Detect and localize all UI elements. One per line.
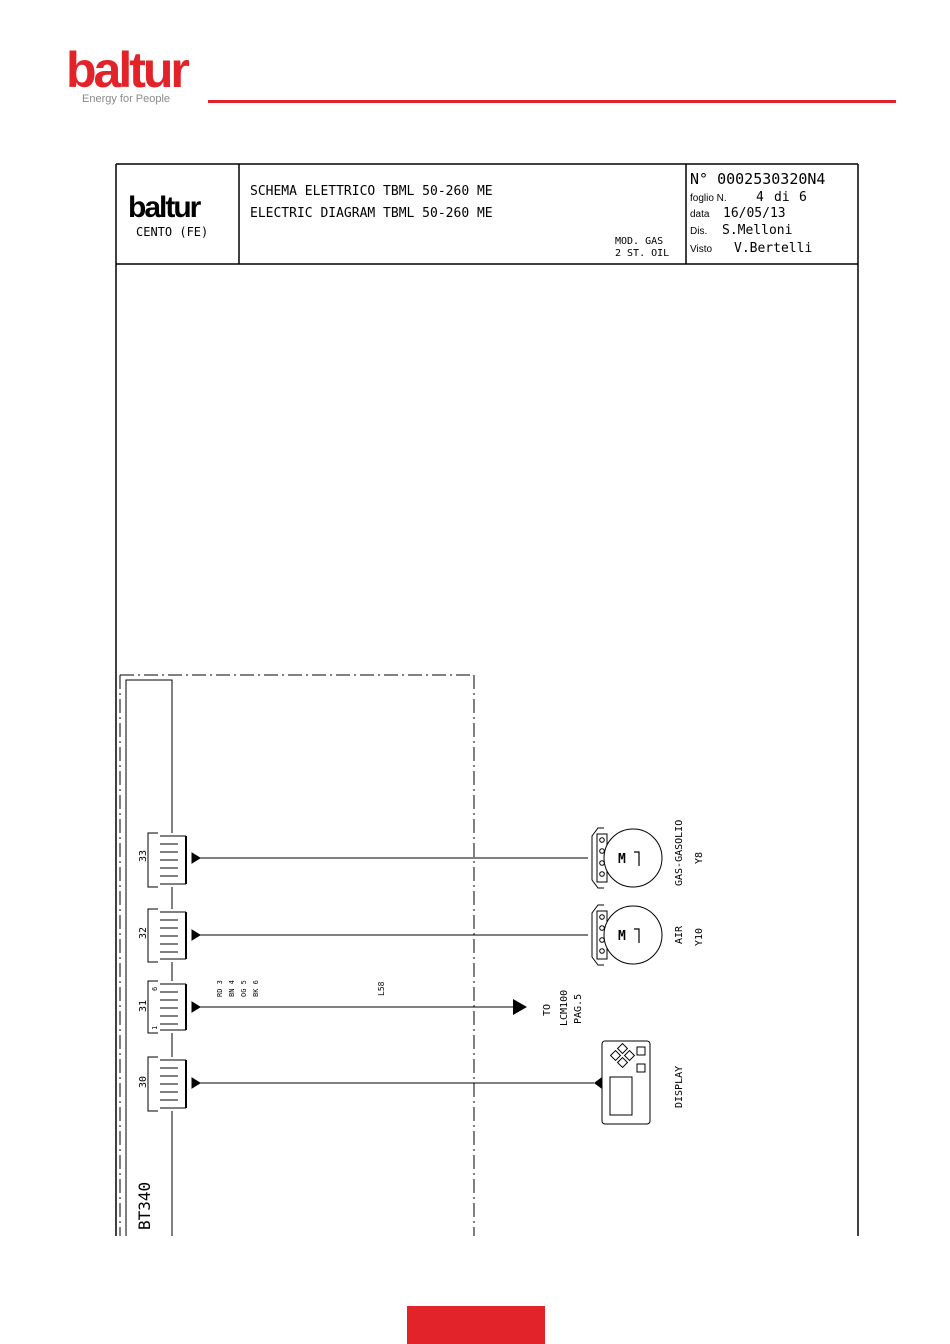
board-label: BT340 (135, 1182, 154, 1230)
wire-color-1: RD 3 (216, 980, 224, 997)
lcm100-arrow (513, 999, 527, 1015)
display-arrow (594, 1077, 602, 1089)
model-line-2: 2 ST. OIL (615, 248, 669, 259)
connector-31-pin-6: 6 (151, 987, 159, 991)
checked-by: V.Bertelli (734, 241, 812, 256)
connector-31-pin-1: 1 (151, 1026, 159, 1030)
connector-31-label: 31 (138, 1000, 149, 1012)
to-label-line-1: TO (542, 1004, 553, 1016)
motor-air-name: AIR (674, 925, 685, 944)
display-label: DISPLAY (674, 1066, 685, 1108)
connector-32-label: 32 (138, 927, 149, 939)
page-tab (407, 1306, 545, 1344)
board-inner-line (125, 679, 173, 1236)
logo-wordmark: baltur (66, 42, 190, 98)
motor-air (591, 904, 663, 966)
sheet-total: 6 (799, 190, 807, 205)
motor-gas-name: GAS-GASOLIO (674, 820, 685, 886)
motor-gas-symbol: M (618, 852, 626, 867)
title-block-company: baltur (128, 191, 202, 224)
motor-gas-gasolio (591, 827, 663, 889)
title-block-location: CENTO (FE) (136, 225, 208, 239)
motor-air-phase-icon (634, 928, 640, 943)
drawn-by: S.Melloni (722, 223, 792, 238)
logo-tagline: Energy for People (82, 93, 171, 105)
display-unit (601, 1040, 651, 1125)
date-value: 16/05/13 (723, 206, 786, 221)
wire-color-2: BN 4 (228, 980, 236, 997)
motor-air-ref: Y10 (694, 928, 705, 946)
title-english: ELECTRIC DIAGRAM TBML 50-260 ME (250, 206, 493, 221)
sheet-frame (115, 163, 859, 1236)
sheet-label: foglio N. (690, 193, 727, 204)
sheet-of: di (774, 190, 790, 205)
wire-color-3: OG 5 (240, 980, 248, 997)
model-line-1: MOD. GAS (615, 236, 663, 247)
connector-31 (147, 980, 201, 1034)
connector-30-label: 30 (138, 1076, 149, 1088)
header-rule (208, 100, 896, 103)
document-number: N° 0002530320N4 (690, 170, 825, 188)
wires (200, 857, 594, 1084)
sheet-number: 4 (756, 190, 764, 205)
wire-color-4: BK 6 (252, 980, 260, 997)
motor-air-symbol: M (618, 929, 626, 944)
checked-label: Visto (690, 244, 712, 255)
connector-32 (147, 908, 201, 963)
cable-label: L58 (377, 981, 386, 996)
motor-gas-ref: Y8 (694, 852, 705, 864)
board-boundary (119, 674, 475, 1236)
connector-33 (147, 832, 201, 888)
to-label-line-3: PAG.5 (573, 994, 584, 1024)
connector-30 (147, 1056, 201, 1112)
motor-gas-phase-icon (634, 851, 640, 866)
to-label-line-2: LCM100 (559, 990, 570, 1026)
title-italian: SCHEMA ELETTRICO TBML 50-260 ME (250, 184, 493, 199)
connector-33-label: 33 (138, 850, 149, 862)
date-label: data (690, 209, 710, 220)
baltur-logo: baltur Energy for People (66, 42, 211, 108)
drawn-label: Dis. (690, 226, 707, 237)
